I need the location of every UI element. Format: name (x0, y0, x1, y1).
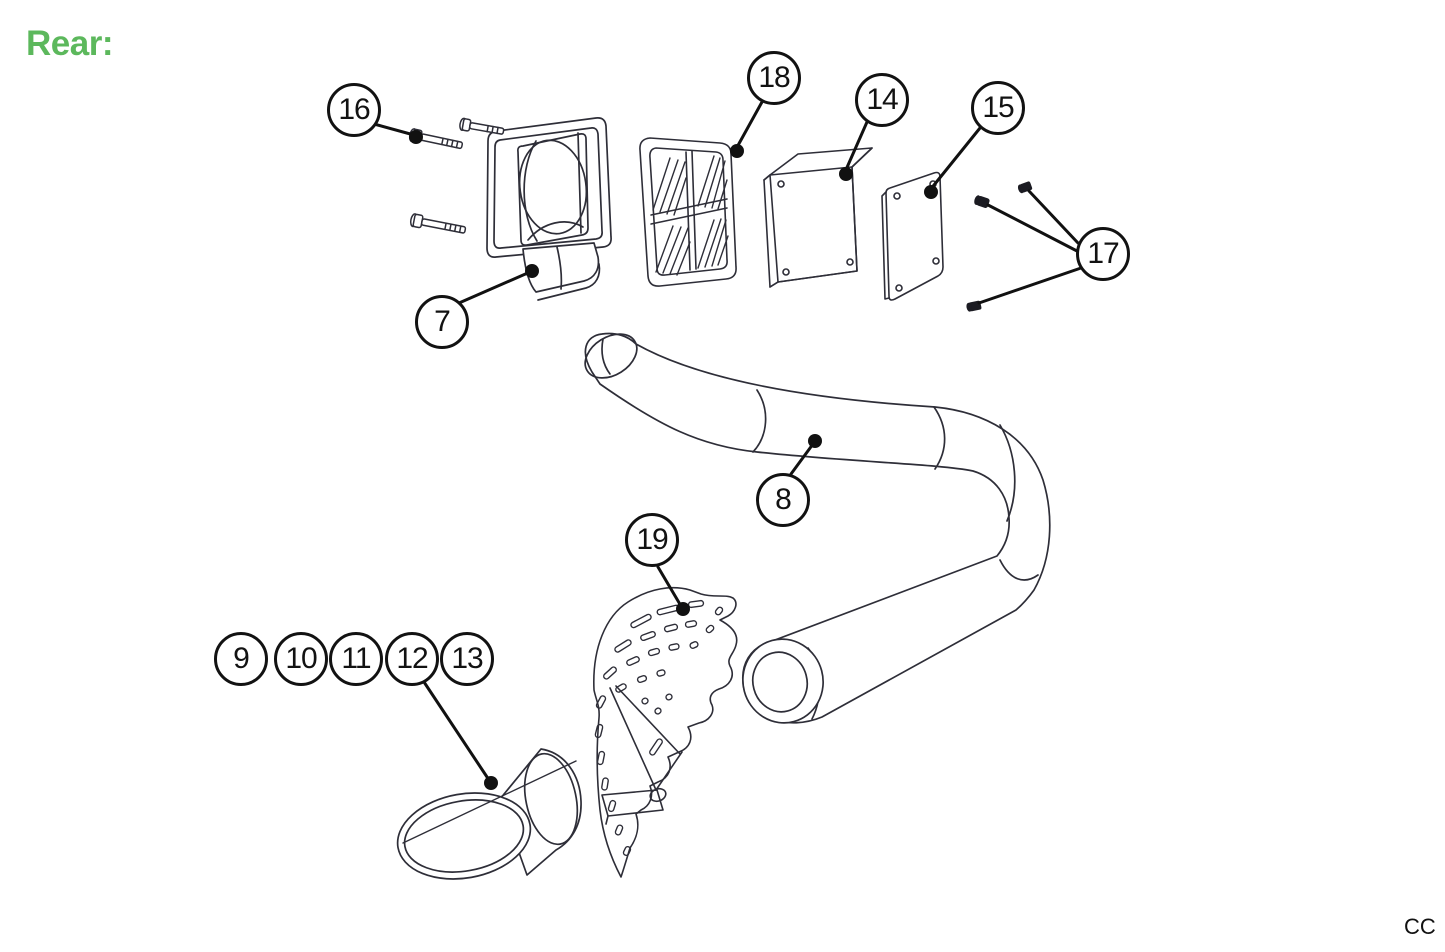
leader-7 (457, 264, 539, 305)
leader-17b (986, 203, 1079, 253)
heat-shield-slots (594, 599, 724, 857)
callout-13[interactable]: 13 (440, 632, 494, 686)
callout-11[interactable]: 11 (329, 632, 383, 686)
callout-19[interactable]: 19 (625, 513, 679, 567)
leader-18 (730, 100, 764, 158)
leader-15 (924, 126, 982, 199)
leader-lines (372, 100, 1083, 790)
view-label: Rear: (26, 24, 113, 63)
callout-14[interactable]: 14 (855, 73, 909, 127)
leader-16 (372, 122, 423, 144)
leader-17a (1027, 189, 1080, 245)
callout-10[interactable]: 10 (274, 632, 328, 686)
callout-15[interactable]: 15 (971, 81, 1025, 135)
bolt-icon (409, 213, 467, 234)
heat-shield-drawing (593, 586, 738, 878)
callout-16[interactable]: 16 (327, 83, 381, 137)
corner-mark: CC (1404, 914, 1436, 939)
callout-18[interactable]: 18 (747, 51, 801, 105)
callout-7[interactable]: 7 (415, 295, 469, 349)
vent-grille-drawing (639, 137, 737, 287)
nut-icon (974, 195, 990, 208)
airbox-housing-drawing (486, 117, 612, 301)
muffler-tip-drawing (396, 748, 582, 880)
leader-14 (839, 120, 869, 181)
leader-17c (977, 266, 1083, 305)
filter-box-drawing (763, 147, 873, 288)
callout-9[interactable]: 9 (214, 632, 268, 686)
callout-17[interactable]: 17 (1076, 227, 1130, 281)
leader-19 (656, 565, 690, 616)
leader-12 (422, 680, 498, 790)
leader-8 (789, 434, 822, 476)
bolt-icon (459, 117, 505, 135)
intake-pipe-drawing (584, 332, 1051, 724)
callout-12[interactable]: 12 (385, 632, 439, 686)
callout-8[interactable]: 8 (756, 473, 810, 527)
lock-nuts-drawing (966, 181, 1033, 312)
